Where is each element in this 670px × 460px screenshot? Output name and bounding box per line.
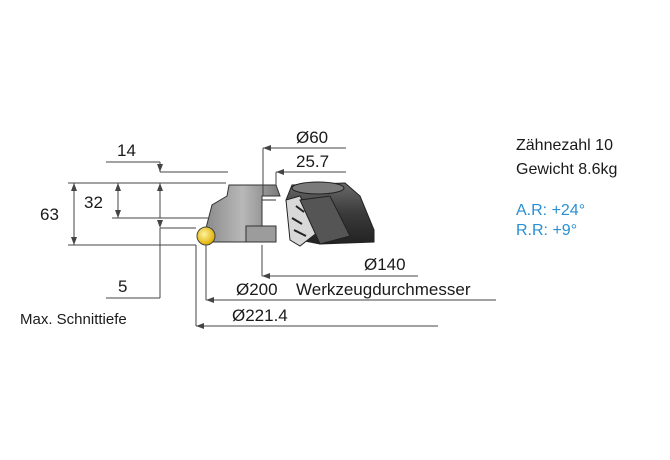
arrowheads bbox=[71, 145, 284, 329]
weight: Gewicht 8.6kg bbox=[516, 161, 617, 178]
dim-32: 32 bbox=[84, 193, 103, 212]
max-depth-label: Max. Schnittiefe bbox=[20, 311, 127, 328]
dim-dia140: Ø140 bbox=[364, 255, 406, 274]
axial-rake: A.R: +24° bbox=[516, 202, 585, 219]
dim-dia221: Ø221.4 bbox=[232, 306, 288, 325]
dim-dia60: Ø60 bbox=[296, 128, 328, 147]
dim-5: 5 bbox=[118, 277, 127, 296]
dim-dia200: Ø200 bbox=[236, 280, 278, 299]
dimension-lines bbox=[68, 147, 496, 327]
dim-25-7: 25.7 bbox=[296, 152, 329, 171]
teeth-count: Zähnezahl 10 bbox=[516, 137, 613, 154]
radial-rake: R.R: +9° bbox=[516, 222, 577, 239]
cutter-body-3d bbox=[285, 181, 375, 247]
cutter-section bbox=[204, 184, 281, 243]
dim-14: 14 bbox=[117, 141, 136, 160]
dim-63: 63 bbox=[40, 205, 59, 224]
insert-icon bbox=[196, 226, 216, 246]
tool-diameter-label: Werkzeugdurchmesser bbox=[296, 280, 471, 299]
